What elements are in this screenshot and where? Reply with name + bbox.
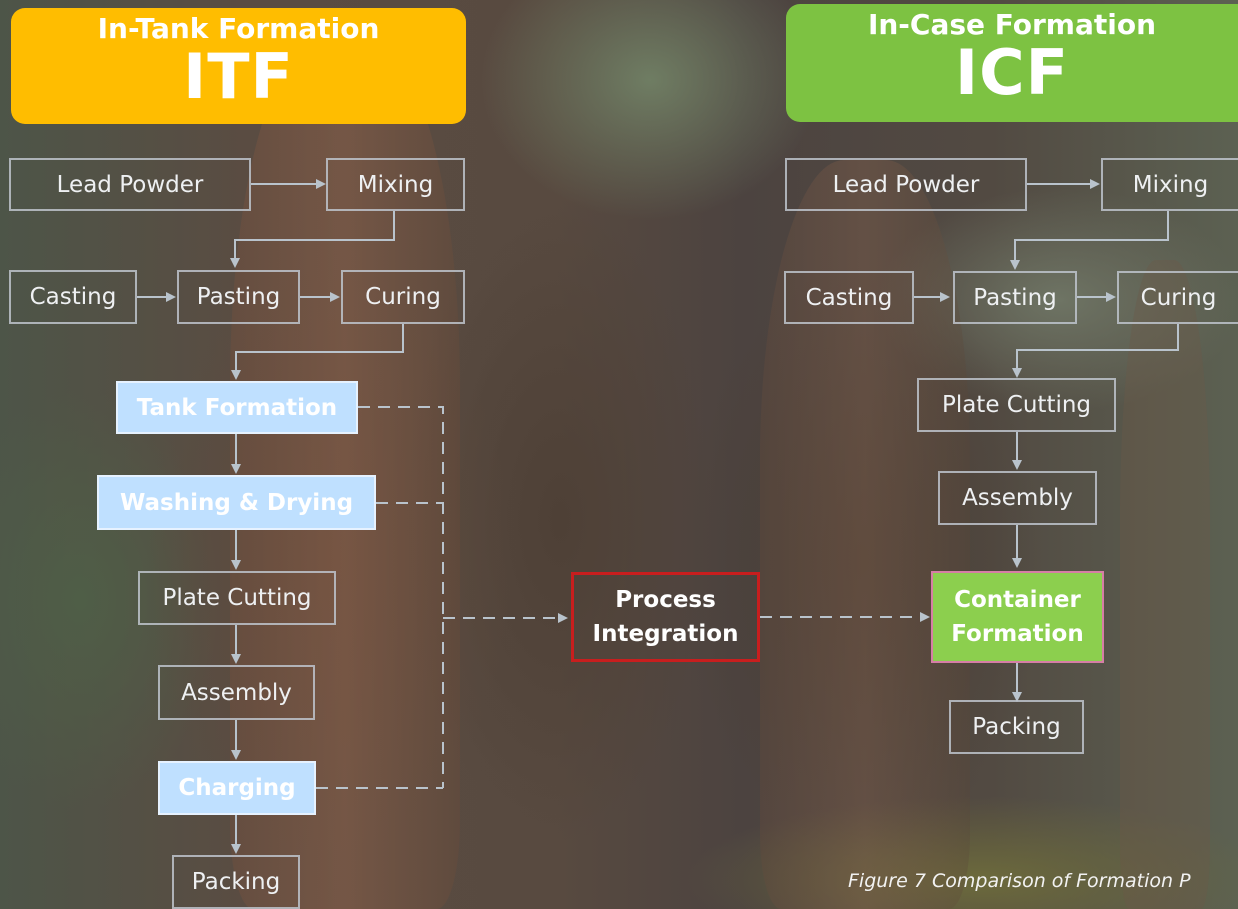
- arrow: [231, 324, 404, 380]
- itf-step-charging-label: Charging: [178, 775, 296, 801]
- itf-acronym: ITF: [183, 40, 294, 113]
- icf-step-lead-powder: Lead Powder: [785, 158, 1027, 211]
- icf-step-pasting: Pasting: [953, 271, 1077, 324]
- icf-step-casting: Casting: [784, 271, 914, 324]
- itf-header: In-Tank Formation ITF: [11, 8, 466, 124]
- icf-step-container-formation: Container Formation: [931, 571, 1104, 663]
- itf-subtitle: In-Tank Formation: [97, 12, 380, 45]
- itf-step-curing: Curing: [341, 270, 465, 324]
- arrow: [1012, 324, 1179, 378]
- icf-step-curing: Curing: [1117, 271, 1238, 324]
- itf-step-packing: Packing: [172, 855, 300, 909]
- itf-step-washing-drying: Washing & Drying: [97, 475, 376, 530]
- tree-trunk: [1120, 260, 1210, 909]
- itf-step-tank-formation-label: Tank Formation: [136, 394, 338, 421]
- itf-step-mixing: Mixing: [326, 158, 465, 211]
- itf-step-assembly: Assembly: [158, 665, 315, 720]
- dashed-link: [358, 406, 444, 788]
- arrow: [1010, 211, 1169, 270]
- tree-trunk: [760, 160, 970, 909]
- itf-step-pasting: Pasting: [177, 270, 300, 324]
- itf-step-tank-formation: Tank Formation: [116, 381, 358, 434]
- icf-subtitle: In-Case Formation: [867, 8, 1157, 41]
- icf-step-assembly: Assembly: [938, 471, 1097, 525]
- itf-step-lead-powder: Lead Powder: [9, 158, 251, 211]
- itf-step-washing-drying-label: Washing & Drying: [119, 489, 354, 516]
- icf-step-mixing: Mixing: [1101, 158, 1238, 211]
- itf-step-casting: Casting: [9, 270, 137, 324]
- itf-step-plate-cutting: Plate Cutting: [138, 571, 336, 625]
- icf-header: In-Case Formation ICF: [786, 4, 1238, 122]
- icf-step-packing: Packing: [949, 700, 1084, 754]
- itf-step-charging: Charging: [158, 761, 316, 815]
- icf-acronym: ICF: [955, 36, 1069, 109]
- process-integration-box: Process Integration: [571, 572, 760, 662]
- figure-caption: Figure 7 Comparison of Formation P: [848, 870, 1191, 892]
- icf-step-plate-cutting: Plate Cutting: [917, 378, 1116, 432]
- arrow: [230, 211, 395, 268]
